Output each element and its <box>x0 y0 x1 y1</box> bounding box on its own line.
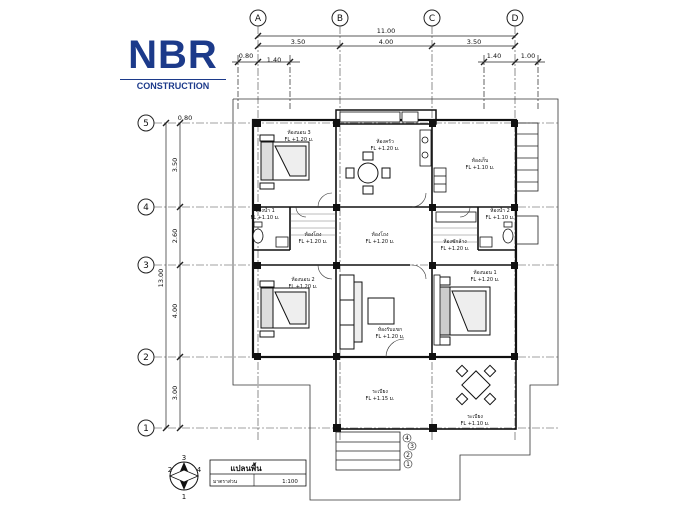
room-bath2-name: ห้องน้ำ 2 <box>490 205 510 214</box>
grid-label-4: 4 <box>143 203 149 213</box>
room-store-level: FL +1.10 ม. <box>465 165 494 171</box>
grid-row-bubbles <box>137 114 155 437</box>
room-hall-left-name: ห้องโถง <box>305 231 322 238</box>
coffee-table <box>367 297 395 325</box>
grid-label-5: 5 <box>143 119 149 129</box>
room-store-name: ห้องเก็บ <box>472 156 489 164</box>
dim-left-sub-top: 0.80 <box>178 114 192 122</box>
room-porch-level: FL +1.15 ม. <box>365 396 394 402</box>
bed-1 <box>435 276 491 346</box>
room-bed3-level: FL +1.20 ม. <box>284 137 313 143</box>
roof-outline <box>232 98 559 501</box>
dim-top-seg-2: 4.00 <box>379 38 393 46</box>
room-laundry-name: ห้องซักล้าง <box>443 238 467 245</box>
compass-label-top: 3 <box>182 454 186 462</box>
dim-top-sub-4: 1.00 <box>521 52 535 60</box>
bath-tile-pattern <box>290 213 478 243</box>
room-corridor-level: FL +1.20 ม. <box>365 239 394 245</box>
store-shelf <box>433 167 447 193</box>
grid-lines <box>154 26 560 440</box>
grid-label-2: 2 <box>143 353 149 363</box>
dim-top-seg-3: 3.50 <box>467 38 481 46</box>
dim-top-seg-1: 3.50 <box>291 38 305 46</box>
door-swings <box>295 192 471 358</box>
room-laundry-level: FL +1.20 ม. <box>440 246 469 252</box>
step-label-2: 2 <box>406 452 410 459</box>
logo-subtitle: CONSTRUCTION <box>120 79 226 91</box>
dim-overall-depth: 13.00 <box>157 269 165 288</box>
bed-3 <box>259 134 310 190</box>
room-terrace-level: FL +1.10 ม. <box>460 421 489 427</box>
room-bed1-name: ห้องนอน 1 <box>473 269 496 276</box>
step-label-4: 4 <box>405 435 409 442</box>
side-steps <box>515 122 539 245</box>
columns <box>254 120 518 432</box>
grid-label-3: 3 <box>143 261 149 271</box>
kitchen-counter <box>339 111 432 167</box>
terrace-table <box>455 364 497 406</box>
grid-label-a: A <box>255 14 262 24</box>
compass-label-right: 4 <box>197 466 202 474</box>
grid-column-bubbles <box>249 9 524 27</box>
dim-top-sub-1: 0.80 <box>239 52 253 60</box>
grid-label-b: B <box>337 14 343 24</box>
bath-fixtures <box>252 211 514 248</box>
room-terrace-name: ระเบียง <box>467 413 483 420</box>
room-bath2-level: FL +1.10 ม. <box>485 215 514 221</box>
dim-top-sub-2: 1.40 <box>267 56 281 64</box>
dim-left-seg-3: 4.00 <box>171 304 179 318</box>
grid-label-c: C <box>429 14 435 24</box>
step-label-1: 1 <box>406 461 410 468</box>
room-living-name: ห้องรับแขก <box>378 326 402 333</box>
room-bath1-level: FL +1.10 ม. <box>250 215 279 221</box>
room-bed2-name: ห้องนอน 2 <box>291 276 314 283</box>
dim-top-sub-3: 1.40 <box>487 52 501 60</box>
dim-left-seg-2: 2.60 <box>171 229 179 243</box>
interior-walls <box>253 120 516 357</box>
room-dining-level: FL +1.20 ม. <box>370 146 399 152</box>
room-bed3-name: ห้องนอน 3 <box>287 129 310 136</box>
room-corridor-name: ห้องโถง <box>372 231 389 238</box>
step-label-3: 3 <box>410 443 414 450</box>
room-bed2-level: FL +1.20 ม. <box>288 284 317 290</box>
compass-label-left: 2 <box>168 466 172 474</box>
dim-overall-width: 11.00 <box>377 27 396 35</box>
top-dimensions <box>232 32 545 110</box>
room-bath1-name: ห้องน้ำ 1 <box>255 205 275 214</box>
title-block-title: แปลนพื้น <box>230 462 262 473</box>
sofa <box>339 274 363 350</box>
compass-icon <box>168 461 200 491</box>
front-steps <box>335 431 401 471</box>
grid-label-1: 1 <box>143 424 149 434</box>
wardrobe-1 <box>433 274 441 346</box>
title-block-scale-label: มาตราส่วน <box>213 479 238 485</box>
title-block-scale: 1:100 <box>282 479 298 485</box>
room-hall-left-level: FL +1.20 ม. <box>298 239 327 245</box>
dim-left-seg-1: 3.50 <box>171 158 179 172</box>
room-porch-name: ระเบียง <box>372 388 388 395</box>
room-dining-name: ห้องครัว <box>376 138 394 145</box>
grid-label-d: D <box>512 14 519 24</box>
logo-wordmark: NBR <box>128 33 218 77</box>
bed-2 <box>259 280 310 338</box>
room-living-level: FL +1.20 ม. <box>375 334 404 340</box>
room-bed1-level: FL +1.20 ม. <box>470 277 499 283</box>
left-dimensions <box>162 119 184 432</box>
dining-set <box>345 151 391 195</box>
compass-label-bottom: 1 <box>182 493 186 501</box>
dim-left-seg-4: 3.00 <box>171 386 179 400</box>
title-block <box>209 459 307 487</box>
company-logo: NBR CONSTRUCTION <box>118 33 228 93</box>
